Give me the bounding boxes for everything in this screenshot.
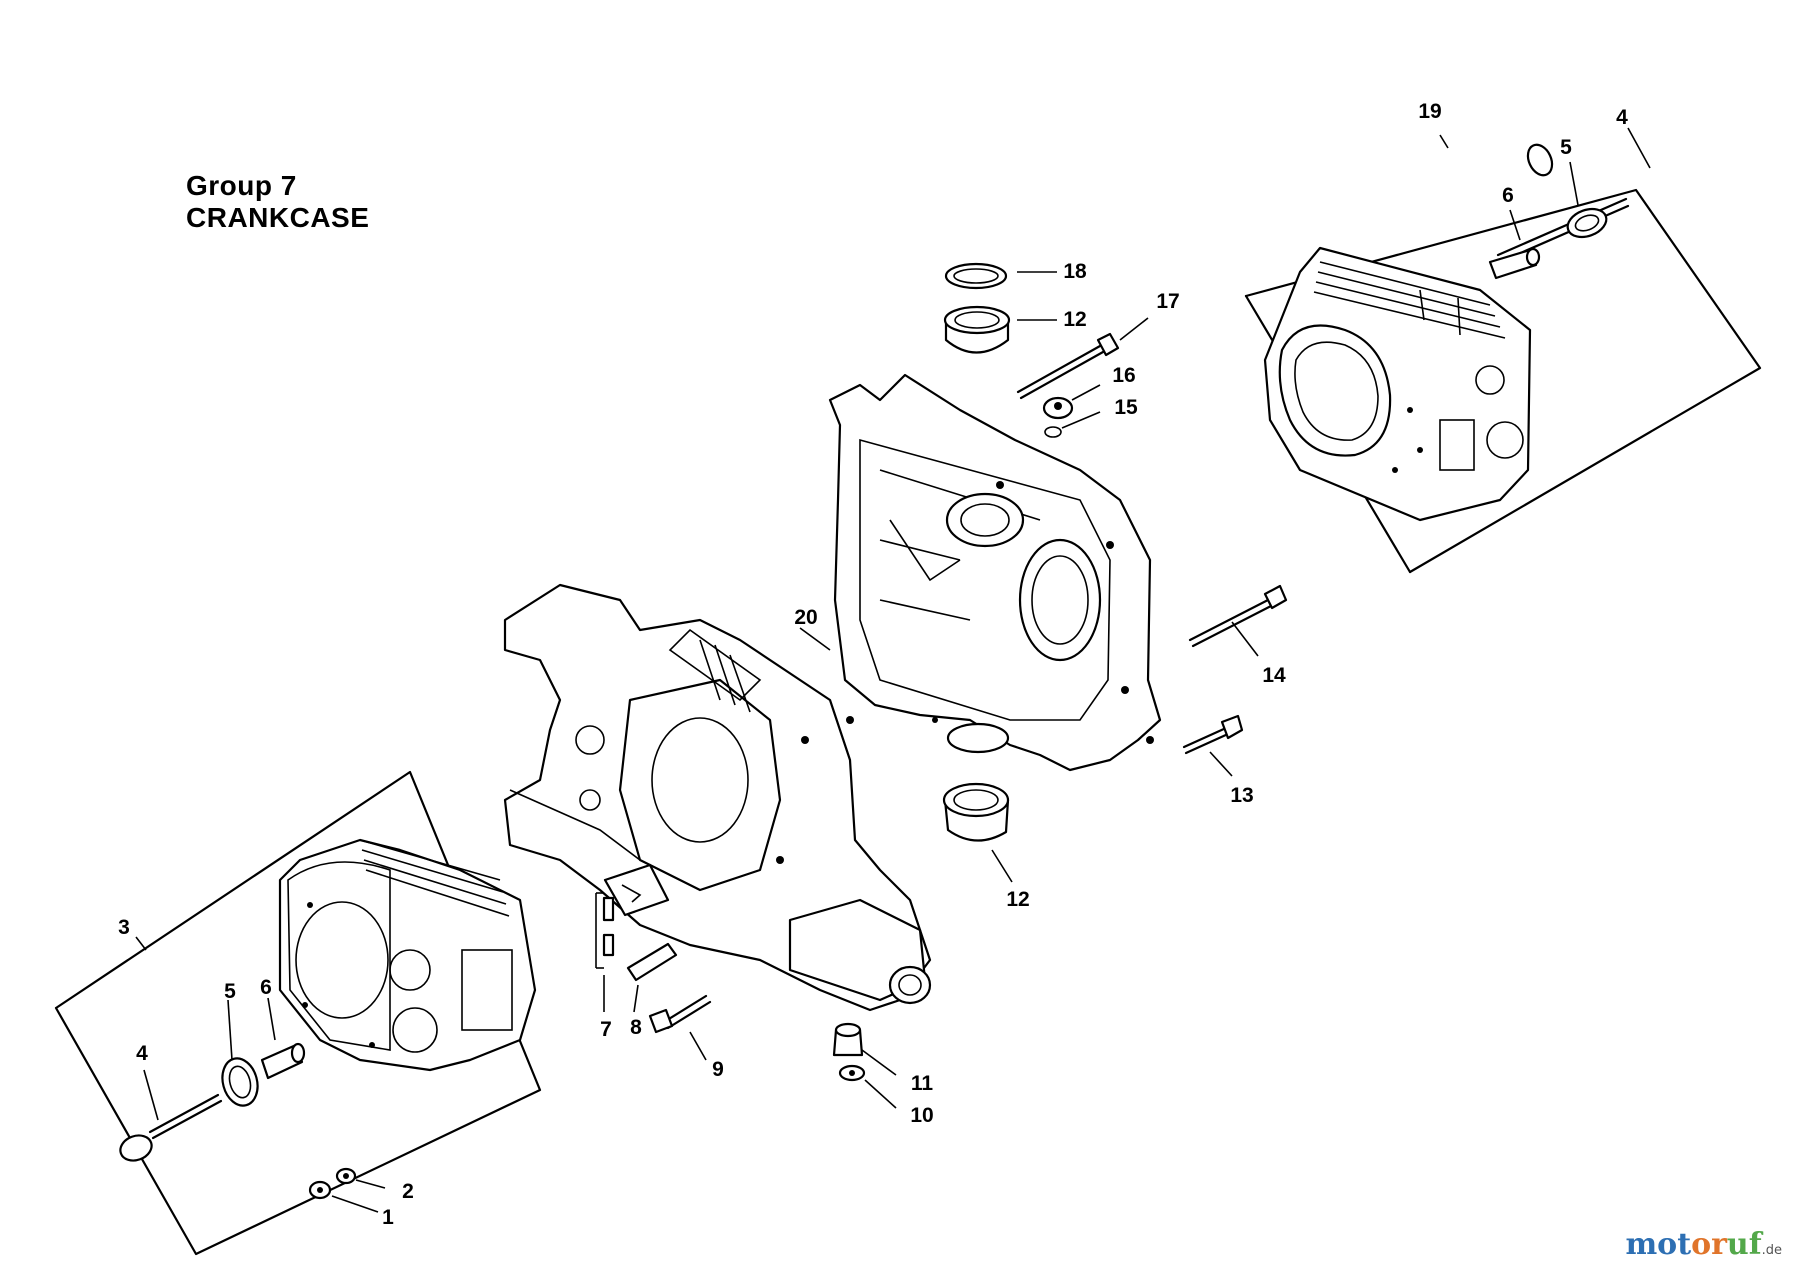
- washer-15: [1044, 426, 1062, 438]
- nut-1: [308, 1180, 332, 1200]
- callout-6-lower: 6: [260, 976, 272, 999]
- callout-3: 3: [118, 916, 130, 939]
- bolt-17: [1016, 332, 1120, 400]
- callout-20: 20: [794, 606, 818, 629]
- callout-7: 7: [600, 1018, 612, 1041]
- washer-10: [838, 1064, 866, 1082]
- callout-18: 18: [1063, 260, 1087, 283]
- group-bracket-3: [54, 770, 542, 1256]
- callout-12-upper: 12: [1063, 308, 1087, 331]
- drain-plug-11: [832, 1022, 864, 1057]
- logo-tld: .de: [1761, 1243, 1782, 1258]
- valve-seat-upper: [1566, 207, 1608, 239]
- logo-part-2: or: [1691, 1227, 1727, 1262]
- valve-seat-lower: [221, 1057, 259, 1107]
- valve-lower: [119, 1093, 223, 1162]
- callout-12-lower: 12: [1006, 888, 1030, 911]
- callout-16: 16: [1112, 364, 1136, 387]
- valve-upper: [1496, 143, 1630, 264]
- callout-11: 11: [910, 1072, 934, 1095]
- valve-guide-lower: [260, 1042, 306, 1080]
- oil-seal-18: [944, 262, 1008, 290]
- stud-8: [626, 942, 678, 982]
- callout-10: 10: [910, 1104, 934, 1127]
- bearing-12-upper: [943, 305, 1011, 354]
- bolt-9: [648, 994, 712, 1034]
- callout-8: 8: [630, 1016, 642, 1039]
- logo-part-1: mot: [1625, 1227, 1692, 1262]
- section-title: CRANKCASE: [186, 202, 370, 233]
- nut-2: [335, 1167, 357, 1185]
- callout-4-upper: 4: [1616, 106, 1628, 129]
- callout-2: 2: [402, 1180, 414, 1203]
- bearing-12-lower: [942, 782, 1010, 842]
- callout-9: 9: [712, 1058, 724, 1081]
- callout-1: 1: [382, 1206, 394, 1229]
- callout-5-lower: 5: [224, 980, 236, 1003]
- callout-4-lower: 4: [136, 1042, 148, 1065]
- callout-6-upper: 6: [1502, 184, 1514, 207]
- dowel-pin-7: [595, 892, 615, 969]
- crankcase-half-right: [828, 373, 1162, 772]
- leader-lines: [143, 127, 1651, 1213]
- callout-13: 13: [1230, 784, 1254, 807]
- cylinder-head-upper: [1263, 246, 1532, 522]
- callout-17: 17: [1156, 290, 1180, 313]
- plug-16: [1042, 396, 1074, 420]
- motoruf-logo: motoruf.de: [1625, 1227, 1782, 1262]
- bolt-13: [1182, 714, 1244, 755]
- crankcase-half-left: [503, 583, 932, 1012]
- callout-14: 14: [1262, 664, 1286, 687]
- callout-19: 19: [1418, 100, 1442, 123]
- bolt-14: [1188, 584, 1288, 648]
- group-title: Group 7: [186, 170, 297, 201]
- cylinder-head-lower: [278, 838, 537, 1072]
- callout-5-upper: 5: [1560, 136, 1572, 159]
- logo-part-3: uf: [1726, 1227, 1762, 1262]
- callout-15: 15: [1114, 396, 1138, 419]
- valve-guide-upper: [1488, 247, 1541, 280]
